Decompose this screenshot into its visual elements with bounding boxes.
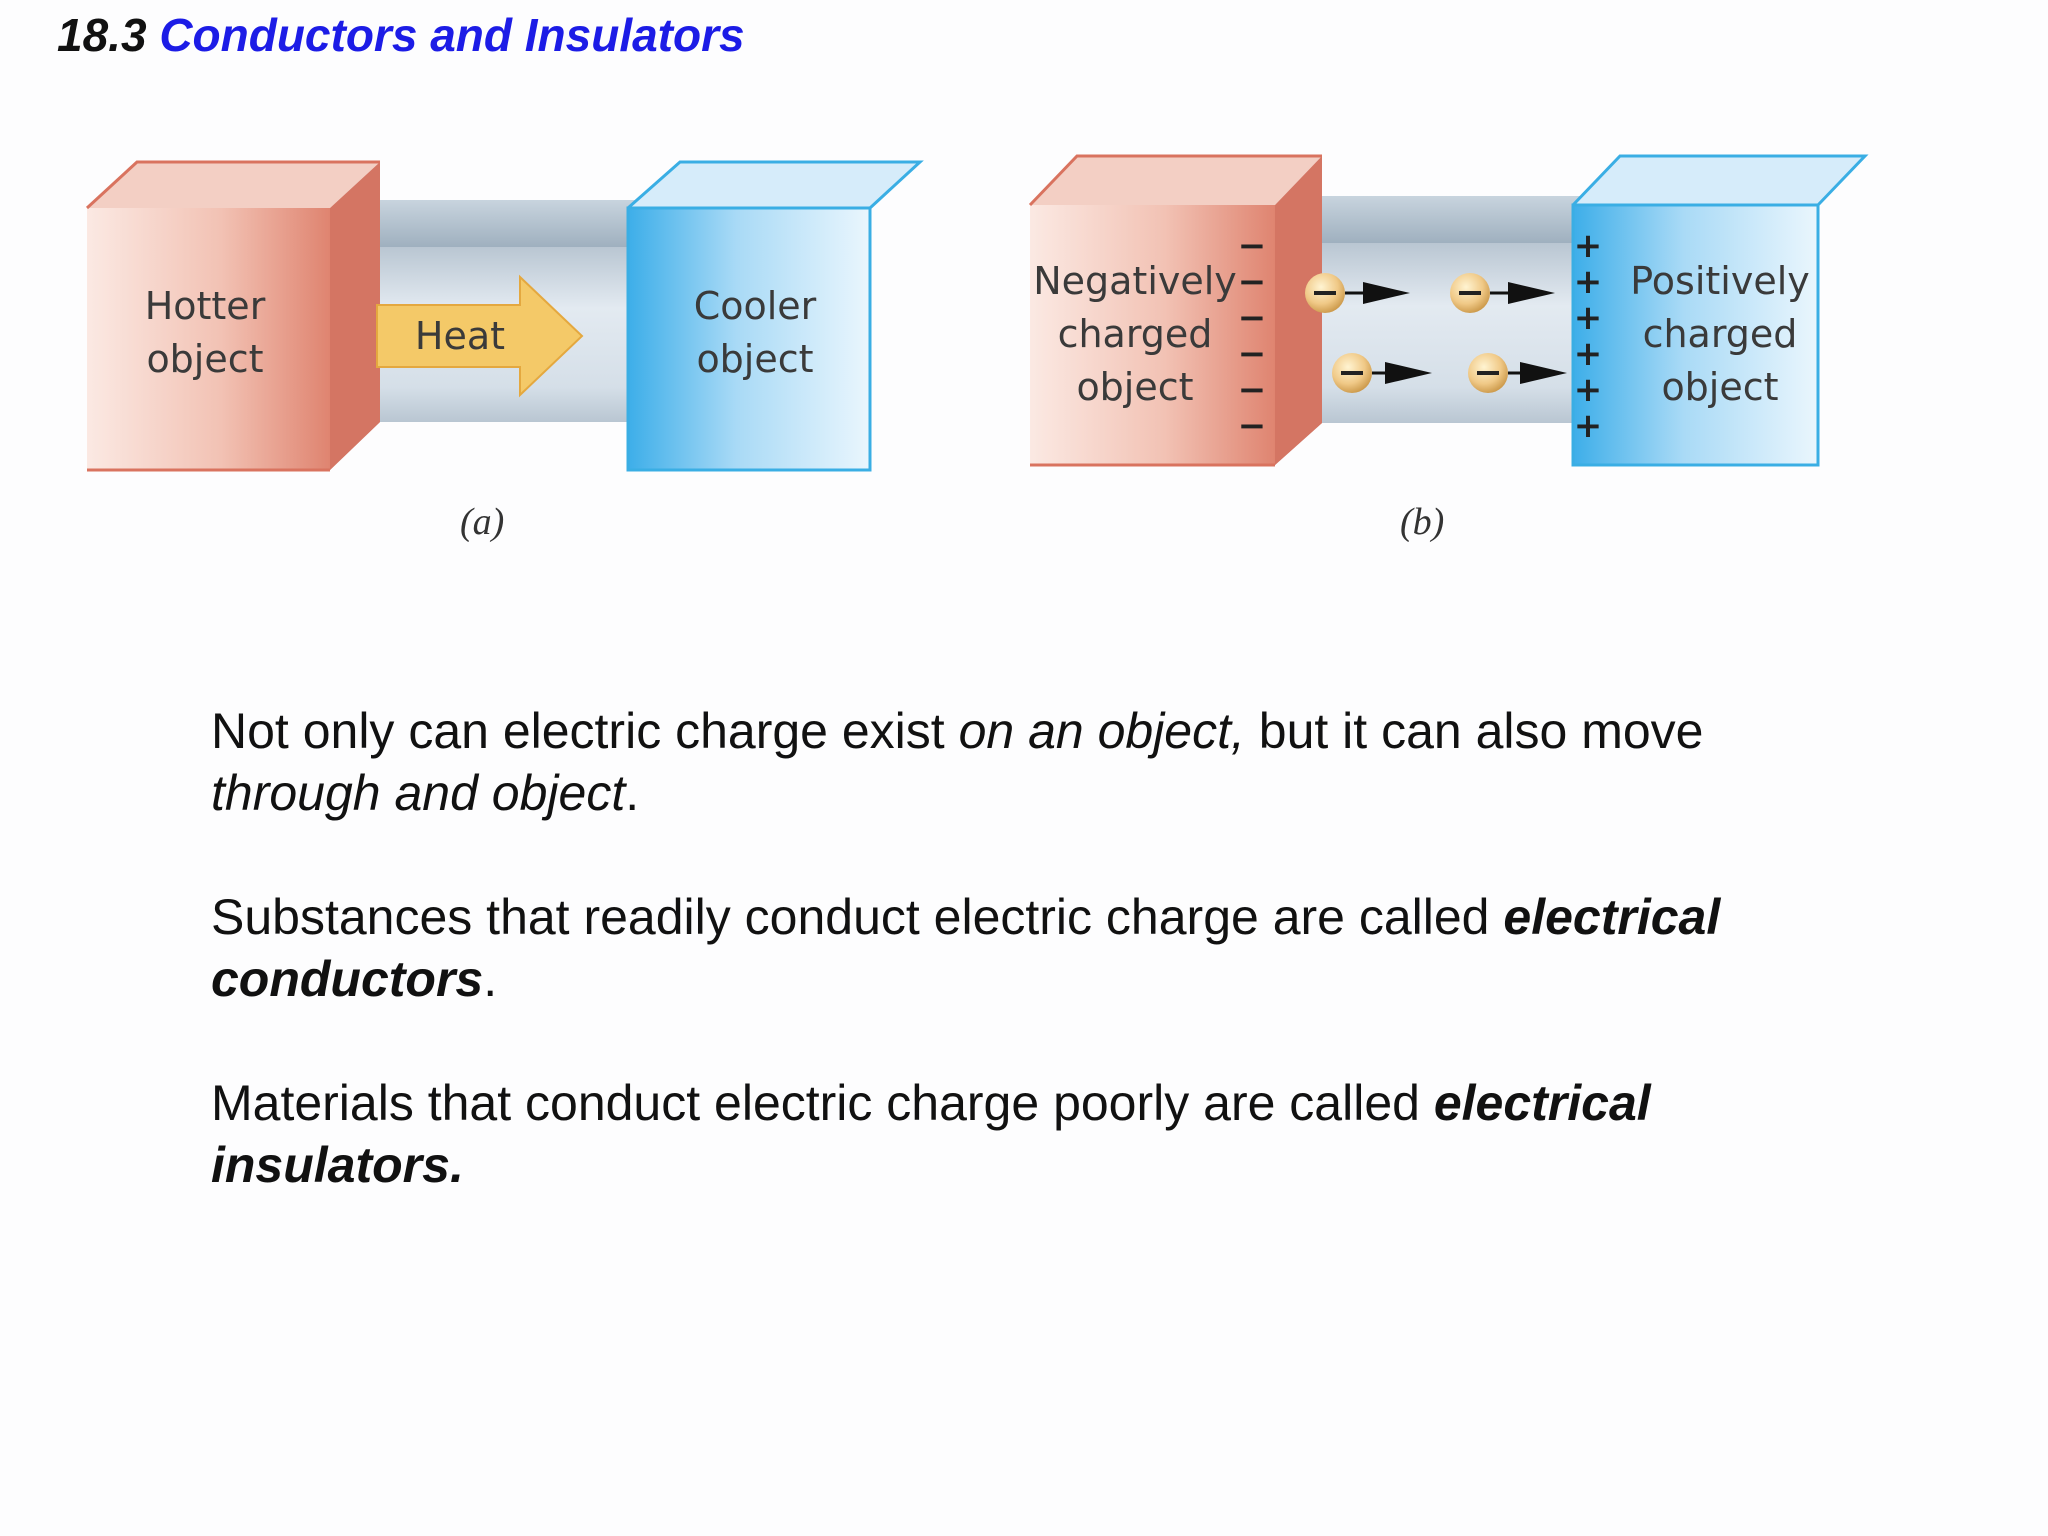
plus-sign: + xyxy=(1573,334,1603,374)
p1-italic-on-object: on an object, xyxy=(958,703,1245,759)
p2-text-a: Substances that readily conduct electric… xyxy=(211,889,1504,945)
electron-3 xyxy=(1332,353,1432,393)
plus-sign: + xyxy=(1573,406,1603,446)
minus-sign: − xyxy=(1237,334,1267,374)
figure-a xyxy=(85,160,924,472)
section-number: 18.3 xyxy=(57,9,147,61)
section-title: Conductors and Insulators xyxy=(159,9,745,61)
minus-sign: − xyxy=(1237,226,1267,266)
negative-object-label: Negatively charged object xyxy=(1030,255,1240,414)
negative-label-line1: Negatively xyxy=(1033,259,1237,303)
minus-sign: − xyxy=(1237,370,1267,410)
negative-label-line3: object xyxy=(1076,365,1194,409)
plus-sign: + xyxy=(1573,262,1603,302)
heat-arrow xyxy=(376,274,584,398)
paragraph-conductors: Substances that readily conduct electric… xyxy=(211,886,1861,1010)
body-text: Not only can electric charge exist on an… xyxy=(211,700,1861,1258)
electron-2 xyxy=(1450,273,1555,313)
p1-text-e: . xyxy=(625,765,640,821)
cooler-label-line1: Cooler xyxy=(693,284,817,328)
caption-b: (b) xyxy=(1400,501,1445,543)
cooler-label-line2: object xyxy=(696,337,814,381)
electron-4 xyxy=(1468,353,1567,393)
electron-1 xyxy=(1305,273,1410,313)
cooler-object-label: Cooler object xyxy=(660,280,850,386)
hotter-object-label: Hotter object xyxy=(110,280,300,386)
minus-sign: − xyxy=(1237,298,1267,338)
term-electrical-conductors: electrical conductors xyxy=(211,889,1721,1007)
plus-sign: + xyxy=(1573,226,1603,266)
hotter-label-line1: Hotter xyxy=(144,284,266,328)
positive-object-label: Positively charged object xyxy=(1620,255,1820,414)
plus-signs: + + + + + + xyxy=(1573,228,1603,444)
bar-top-b xyxy=(1275,196,1620,243)
heat-label-text: Heat xyxy=(414,314,506,358)
plus-sign: + xyxy=(1573,298,1603,338)
hotter-label-line2: object xyxy=(146,337,264,381)
cooler-object-block xyxy=(626,160,924,472)
positive-label-line3: object xyxy=(1661,365,1779,409)
term-electrical-insulators: electrical insulators. xyxy=(211,1075,1651,1193)
heat-label: Heat xyxy=(400,310,520,363)
plus-sign: + xyxy=(1573,370,1603,410)
paragraph-charge-movement: Not only can electric charge exist on an… xyxy=(211,700,1861,824)
conduction-figure xyxy=(85,154,1869,472)
p3-text-a: Materials that conduct electric charge p… xyxy=(211,1075,1434,1131)
p1-text-c: but it can also move xyxy=(1244,703,1704,759)
positive-label-line1: Positively xyxy=(1630,259,1810,303)
bar-top-a xyxy=(330,200,680,247)
slide-title: 18.3 Conductors and Insulators xyxy=(57,8,745,62)
minus-sign: − xyxy=(1237,262,1267,302)
minus-sign: − xyxy=(1237,406,1267,446)
p1-text-a: Not only can electric charge exist xyxy=(211,703,959,759)
p1-italic-through-object: through and object xyxy=(211,765,626,821)
figure-b xyxy=(1028,154,1869,467)
negative-object-block xyxy=(1028,154,1322,467)
positive-label-line2: charged xyxy=(1642,312,1798,356)
positive-object-block xyxy=(1571,154,1869,467)
paragraph-insulators: Materials that conduct electric charge p… xyxy=(211,1072,1861,1196)
hotter-object-block xyxy=(85,160,380,472)
negative-label-line2: charged xyxy=(1057,312,1213,356)
caption-a: (a) xyxy=(460,501,505,543)
p2-text-c: . xyxy=(483,951,498,1007)
minus-signs: − − − − − − xyxy=(1237,228,1267,444)
